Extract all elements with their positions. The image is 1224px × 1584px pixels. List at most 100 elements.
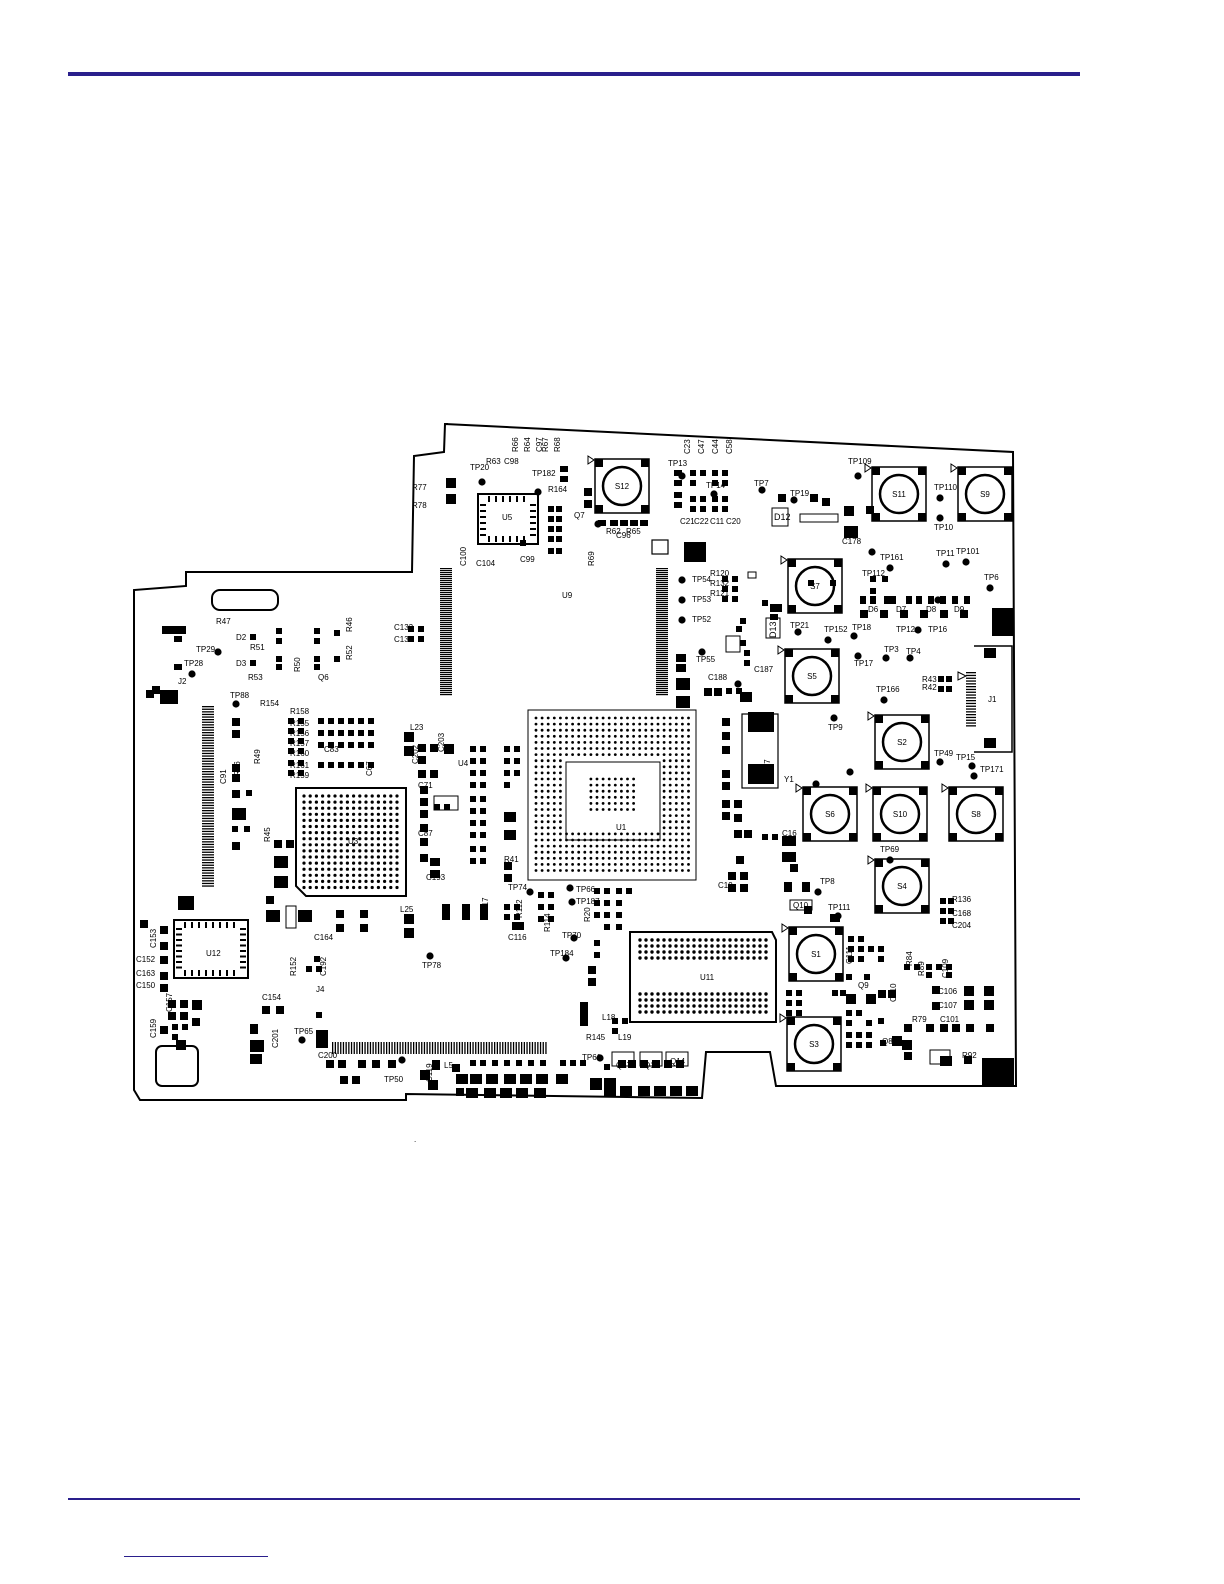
U1-ball	[632, 716, 635, 720]
switch-actuator	[881, 721, 923, 763]
switch-pin1-marker	[795, 783, 803, 793]
J4-pin	[464, 1042, 466, 1054]
smd-pad	[480, 820, 486, 826]
U9-pin	[440, 570, 452, 572]
U3-ball	[308, 831, 312, 835]
U1-ball	[540, 826, 544, 830]
U1-ball	[674, 863, 678, 866]
test-point-dot	[570, 934, 578, 942]
U1-ball	[650, 734, 654, 738]
U1-ball	[662, 814, 666, 817]
switch-pad	[849, 787, 857, 795]
U3-ball	[376, 824, 380, 829]
label-r121: R121	[710, 589, 730, 598]
U12-pin	[198, 970, 200, 976]
smd-pad	[914, 964, 920, 970]
J4-pin	[450, 1042, 453, 1054]
smd-pad	[368, 762, 374, 768]
U3-ball	[395, 849, 399, 853]
U1-ball	[674, 814, 678, 817]
switch-pad	[875, 715, 883, 723]
smd-pad	[856, 1042, 862, 1048]
U11-ball	[758, 956, 762, 960]
switch-pad	[787, 1017, 795, 1025]
smd-pad	[878, 990, 886, 998]
smd-pad	[594, 912, 600, 918]
J2-pin	[202, 708, 214, 710]
U3-ball	[358, 812, 362, 816]
U1-ball	[687, 728, 690, 732]
U3-ball	[302, 879, 306, 884]
switch-pad	[1004, 467, 1012, 475]
U1-ball	[662, 777, 666, 781]
U3-ball	[302, 794, 306, 798]
U9-pin	[440, 688, 452, 690]
U12-pin	[176, 966, 182, 969]
label-D3: D3	[236, 659, 247, 668]
U11-ball	[656, 1004, 660, 1008]
U1-ball	[656, 728, 660, 732]
U1-ball	[595, 734, 599, 738]
U11-ball	[734, 944, 738, 948]
U11-ball	[704, 938, 708, 942]
switch-s7	[780, 555, 843, 614]
label-tp4: TP4	[906, 647, 921, 656]
U1-ball	[534, 795, 538, 799]
label-c44: C44	[711, 439, 720, 454]
smd-pad	[504, 1060, 510, 1066]
U1-ball	[620, 753, 623, 756]
U1-ball	[613, 863, 617, 866]
smd-pad	[288, 718, 294, 724]
U1-ball	[583, 722, 587, 726]
label-r164: R164	[548, 485, 568, 494]
smd-pad	[336, 910, 344, 918]
test-point-dot	[232, 700, 240, 708]
U1-ball	[620, 777, 623, 781]
smd-pad	[674, 480, 682, 486]
J4-pin	[418, 1042, 420, 1054]
switch-pad	[921, 715, 929, 723]
smd-pad	[246, 790, 252, 796]
U12-pin	[205, 970, 207, 976]
U1-ball	[607, 789, 611, 793]
U3-ball	[395, 837, 399, 841]
switch-pad	[875, 761, 883, 769]
J4-pin	[531, 1042, 534, 1054]
U9-pin	[656, 684, 668, 686]
smd-pad	[846, 994, 856, 1004]
U1-ball	[589, 734, 593, 738]
U1-ball	[540, 716, 544, 720]
U9-pin	[440, 586, 452, 588]
U1-ball	[540, 747, 544, 750]
smd-pad	[306, 966, 312, 972]
U1-ball	[583, 850, 587, 854]
U1-ball	[674, 795, 678, 799]
J2-pin	[202, 825, 214, 827]
label-c97: C97	[535, 437, 544, 452]
switch-pad	[921, 859, 929, 867]
smd-pad	[676, 696, 690, 708]
U1-ball	[662, 741, 666, 744]
U5-pin	[516, 496, 518, 502]
switch-body	[957, 466, 1013, 522]
U1-ball	[644, 741, 648, 744]
label-c188: C188	[708, 673, 728, 682]
U1-ball	[687, 856, 690, 860]
smd-pad	[938, 686, 944, 692]
U1-ball	[571, 850, 574, 854]
U3-ball	[383, 855, 387, 859]
switch-body	[874, 714, 930, 770]
footer-link-underline	[124, 1556, 268, 1557]
U9-pin	[656, 686, 668, 688]
smd-pad	[880, 610, 888, 618]
smd-pad	[360, 910, 368, 918]
U9-pin	[440, 598, 452, 600]
switch-pad	[872, 513, 880, 521]
U1-ball	[632, 863, 635, 866]
U3-ball	[339, 867, 343, 871]
U12-pin	[205, 922, 207, 928]
J1-pin	[966, 694, 976, 696]
U1-ball	[668, 771, 672, 775]
U9-pin	[440, 612, 452, 614]
U3-ball	[314, 818, 318, 823]
